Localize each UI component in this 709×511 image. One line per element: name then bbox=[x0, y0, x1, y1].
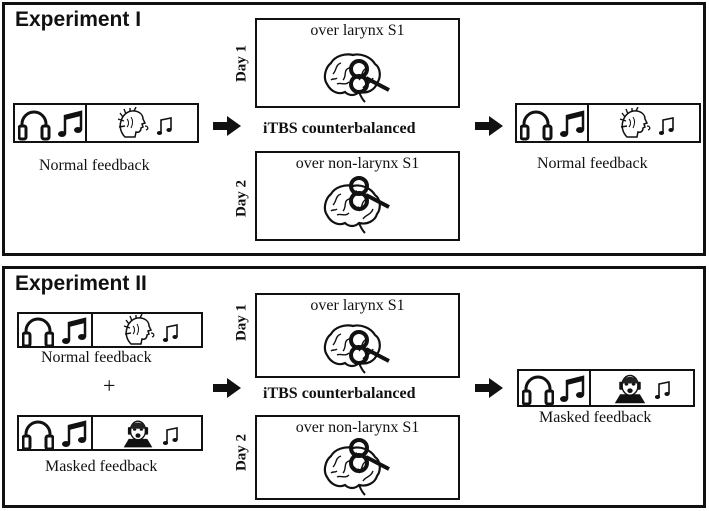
day-1-stimulation-box: over larynx S1 bbox=[255, 18, 460, 108]
stimulation-site-label: over non-larynx S1 bbox=[295, 419, 420, 436]
music-notes-icon bbox=[157, 117, 173, 136]
day-1-label: Day 1 bbox=[233, 44, 250, 83]
singing-head-icon bbox=[117, 107, 149, 138]
music-notes-icon bbox=[559, 110, 586, 138]
plus-sign: + bbox=[103, 373, 116, 398]
headphones-icon bbox=[22, 420, 54, 450]
post-feedback-strip bbox=[515, 103, 701, 143]
music-notes-icon bbox=[559, 375, 586, 403]
music-notes-icon bbox=[163, 427, 179, 446]
arrow-right-icon bbox=[213, 377, 245, 399]
day-1-stimulation-box: over larynx S1 bbox=[255, 293, 460, 378]
masked-feedback-strip bbox=[17, 415, 203, 451]
day-1-label: Day 1 bbox=[233, 303, 250, 342]
experiment-2-panel: Experiment II Normal feedback + Masked f… bbox=[2, 266, 706, 508]
headphones-icon bbox=[22, 317, 54, 347]
post-masked-feedback-strip bbox=[517, 369, 695, 407]
arrow-right-icon bbox=[475, 377, 507, 399]
experiment-2-title: Experiment II bbox=[15, 272, 147, 295]
tms-coil-icon bbox=[349, 176, 391, 211]
headphones-icon bbox=[18, 110, 51, 141]
day-2-label: Day 2 bbox=[233, 179, 250, 218]
stimulation-site-label: over non-larynx S1 bbox=[295, 155, 420, 172]
arrow-right-icon bbox=[213, 115, 245, 137]
itbs-label: iTBS counterbalanced bbox=[263, 385, 416, 402]
experiment-1-panel: Experiment I Normal feedback Day 1 Day 2… bbox=[2, 2, 706, 256]
normal-feedback-strip bbox=[17, 312, 203, 348]
day-2-stimulation-box: over non-larynx S1 bbox=[255, 415, 460, 500]
singing-head-icon bbox=[123, 314, 155, 345]
post-condition-label: Masked feedback bbox=[539, 409, 652, 426]
masked-face-icon bbox=[614, 372, 646, 404]
singing-head-icon bbox=[619, 107, 651, 138]
masked-feedback-label: Masked feedback bbox=[45, 458, 158, 475]
headphones-icon bbox=[520, 110, 553, 141]
masked-face-icon bbox=[123, 418, 153, 448]
experiment-1-title: Experiment I bbox=[15, 8, 142, 31]
day-2-label: Day 2 bbox=[233, 433, 250, 472]
music-notes-icon bbox=[61, 420, 88, 448]
music-notes-icon bbox=[57, 110, 84, 138]
day-2-stimulation-box: over non-larynx S1 bbox=[255, 151, 460, 241]
music-notes-icon bbox=[61, 317, 88, 345]
music-notes-icon bbox=[659, 117, 675, 136]
pre-condition-label: Normal feedback bbox=[39, 157, 150, 174]
headphones-icon bbox=[522, 375, 554, 405]
pre-feedback-strip bbox=[13, 103, 199, 143]
tms-coil-icon bbox=[349, 59, 391, 94]
tms-coil-icon bbox=[349, 330, 391, 365]
tms-coil-icon bbox=[349, 438, 391, 473]
post-condition-label: Normal feedback bbox=[537, 155, 648, 172]
itbs-label: iTBS counterbalanced bbox=[263, 120, 416, 137]
normal-feedback-label: Normal feedback bbox=[41, 349, 152, 366]
music-notes-icon bbox=[655, 381, 671, 400]
stimulation-site-label: over larynx S1 bbox=[310, 22, 405, 39]
music-notes-icon bbox=[163, 324, 179, 343]
arrow-right-icon bbox=[475, 115, 507, 137]
stimulation-site-label: over larynx S1 bbox=[310, 297, 405, 314]
